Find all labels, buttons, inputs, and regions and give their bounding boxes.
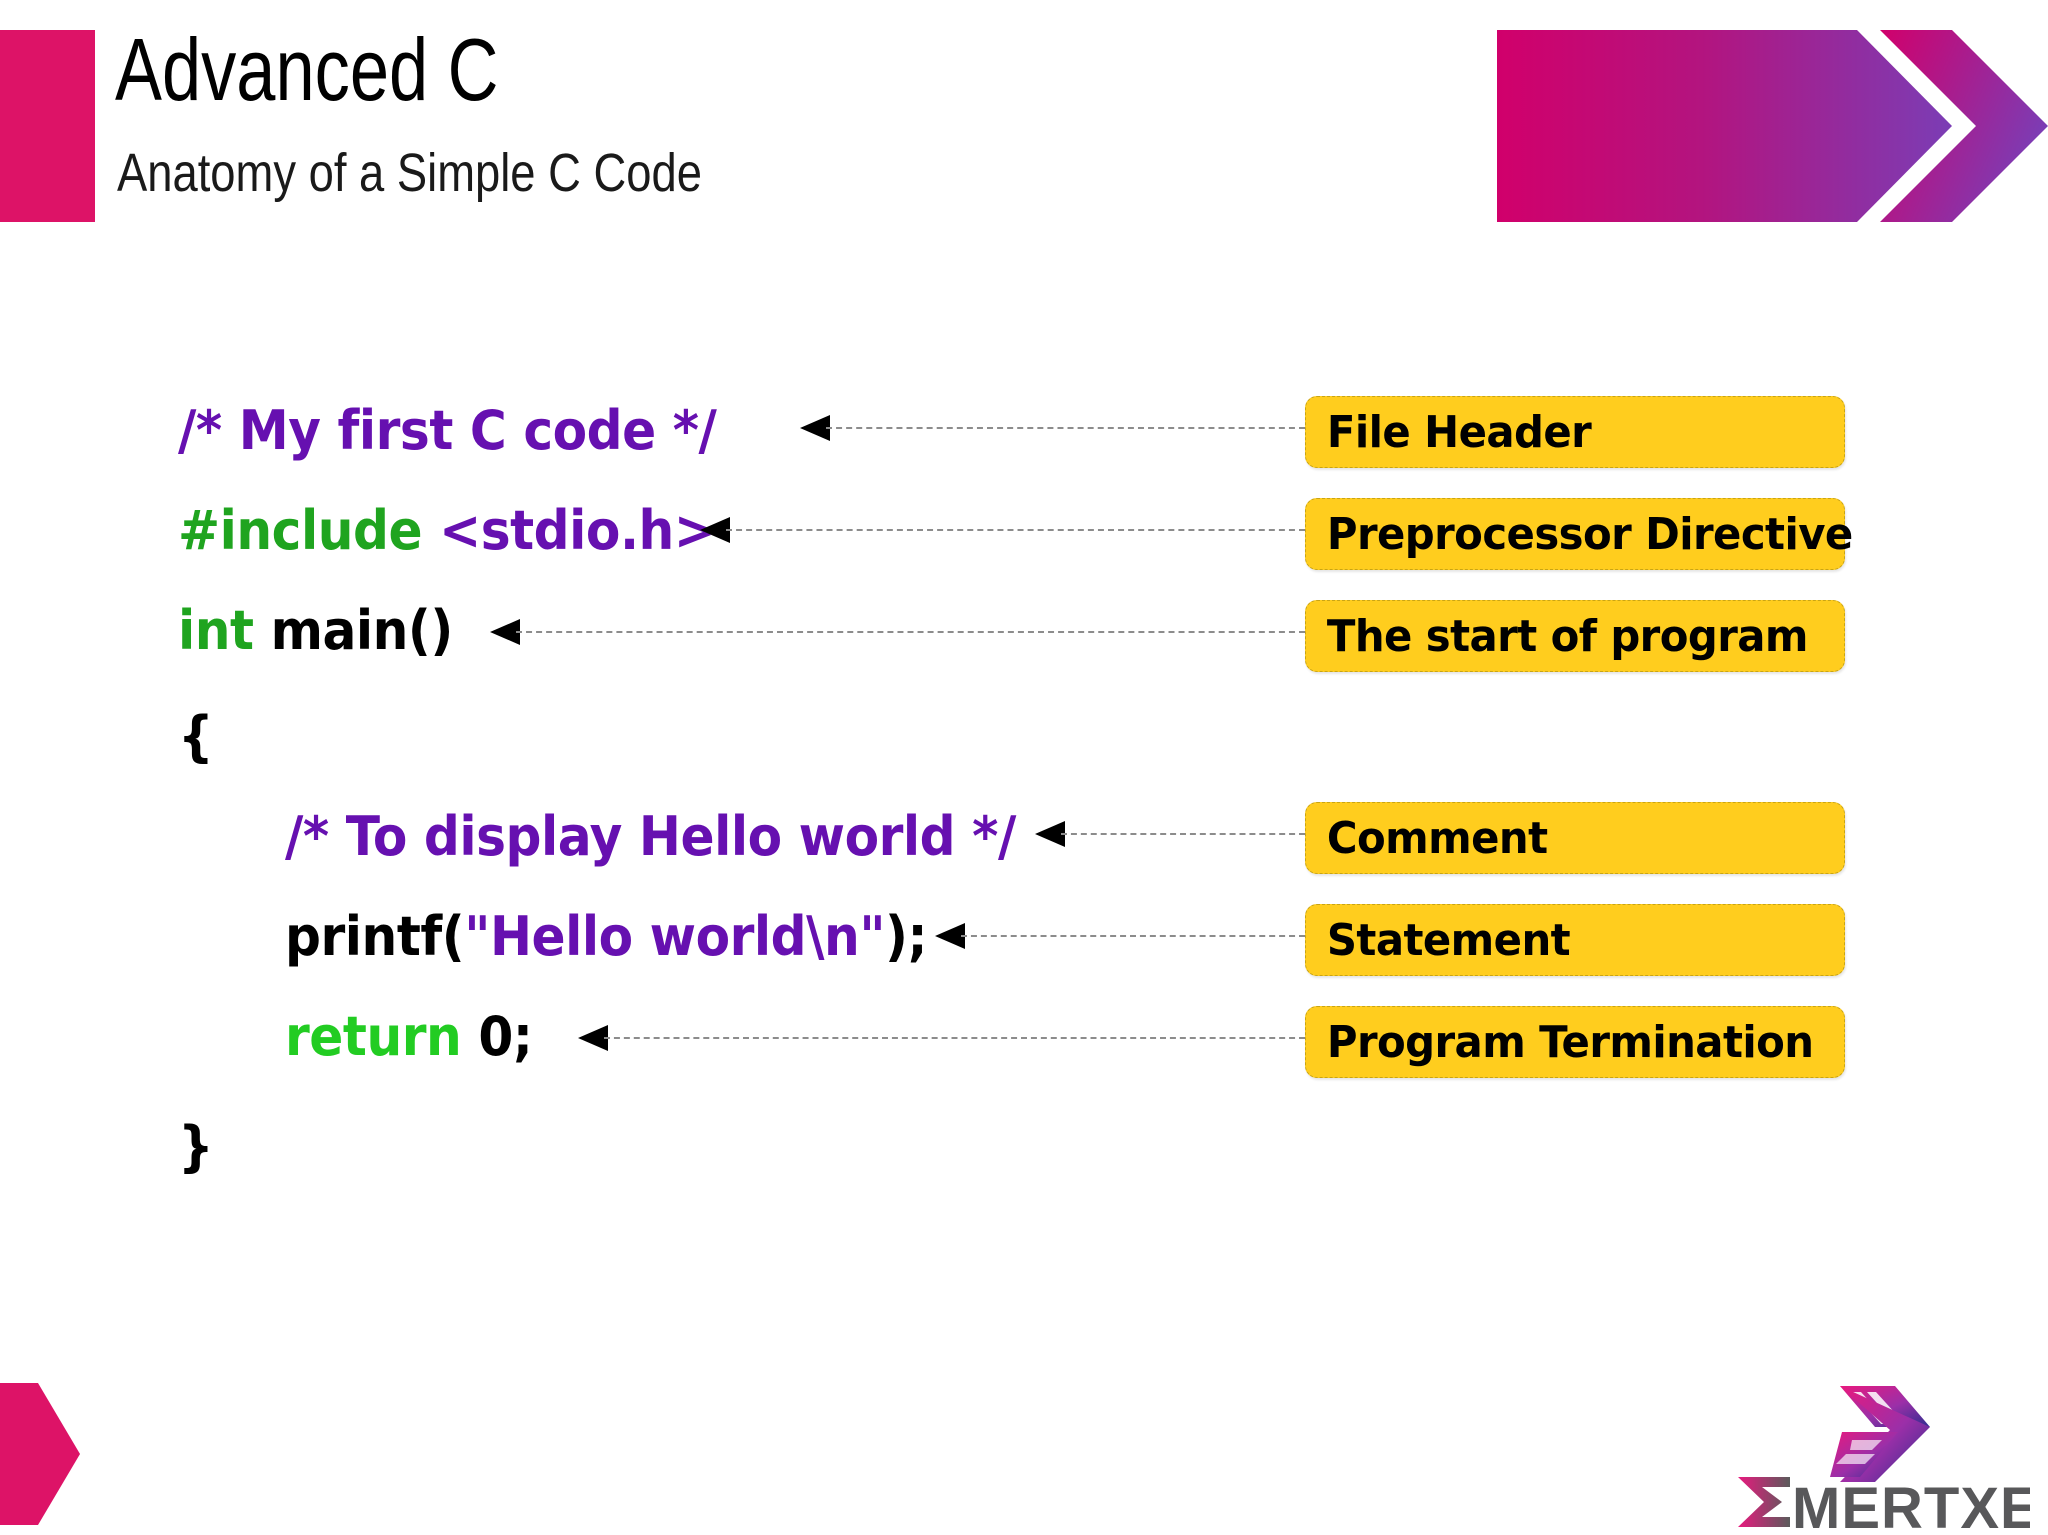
annotation-label-text: Statement (1326, 914, 1571, 966)
code-token: return (285, 1005, 479, 1068)
connector-line (935, 923, 1305, 949)
header-chevron-icon (1880, 30, 2048, 222)
page-subtitle: Anatomy of a Simple C Code (117, 143, 702, 203)
arrowhead-left-icon (578, 1025, 608, 1051)
code-token: /* To display Hello world */ (285, 805, 1016, 868)
code-line-open-brace: { (178, 710, 214, 764)
code-line-return-zero: return 0; (285, 1010, 533, 1064)
annotation-label-text: Program Termination (1326, 1016, 1814, 1068)
annotation-label-box[interactable]: Program Termination (1305, 1006, 1845, 1078)
code-token: 0; (478, 1005, 533, 1068)
annotation-label-box[interactable]: Comment (1305, 802, 1845, 874)
code-token: ); (885, 905, 928, 968)
code-token: printf( (285, 905, 465, 968)
code-token: main() (270, 599, 454, 662)
connector-line (700, 517, 1305, 543)
dashed-line (604, 1037, 1305, 1039)
annotation-label-box[interactable]: The start of program (1305, 600, 1845, 672)
emertxe-logo: MERTXE (1738, 1386, 2030, 1530)
footer-pink-arrow (0, 1383, 80, 1525)
code-token: #include (178, 499, 440, 562)
connector-line (578, 1025, 1305, 1051)
connector-line (490, 619, 1305, 645)
dashed-line (726, 529, 1305, 531)
logo-chevron-icon (1830, 1386, 1930, 1482)
arrowhead-left-icon (800, 415, 830, 441)
dashed-line (516, 631, 1305, 633)
header-banner-arrow (1497, 30, 1952, 222)
logo-sigma-icon (1738, 1477, 1790, 1527)
annotation-label-text: Comment (1326, 812, 1548, 864)
code-line-int-main: int main() (178, 604, 453, 658)
annotation-label-text: The start of program (1326, 610, 1809, 662)
logo-wordmark: MERTXE (1792, 1476, 2030, 1530)
code-line-close-brace: } (178, 1120, 214, 1174)
annotation-label-box[interactable]: File Header (1305, 396, 1845, 468)
code-line-include-stdio: #include <stdio.h> (178, 504, 716, 558)
header-pink-accent-block (0, 30, 95, 222)
annotation-label-text: Preprocessor Directive (1326, 508, 1853, 560)
code-token: <stdio.h> (439, 499, 716, 562)
code-token: /* My first C code */ (178, 399, 717, 462)
code-token: { (178, 705, 214, 768)
page-title: Advanced C (115, 20, 499, 119)
code-token: } (178, 1115, 214, 1178)
code-line-comment-hello: /* To display Hello world */ (285, 810, 1016, 864)
code-token: "Hello world\n" (464, 905, 886, 968)
connector-line (1035, 821, 1305, 847)
code-line-printf-statement: printf("Hello world\n"); (285, 910, 928, 964)
arrowhead-left-icon (1035, 821, 1065, 847)
code-line-comment-file-header: /* My first C code */ (178, 404, 717, 458)
dashed-line (1061, 833, 1305, 835)
annotation-label-box[interactable]: Preprocessor Directive (1305, 498, 1853, 570)
connector-line (800, 415, 1305, 441)
dashed-line (826, 427, 1305, 429)
arrowhead-left-icon (935, 923, 965, 949)
annotation-label-text: File Header (1326, 406, 1592, 458)
arrowhead-left-icon (490, 619, 520, 645)
code-token: int (178, 599, 271, 662)
dashed-line (961, 935, 1305, 937)
annotation-label-box[interactable]: Statement (1305, 904, 1845, 976)
